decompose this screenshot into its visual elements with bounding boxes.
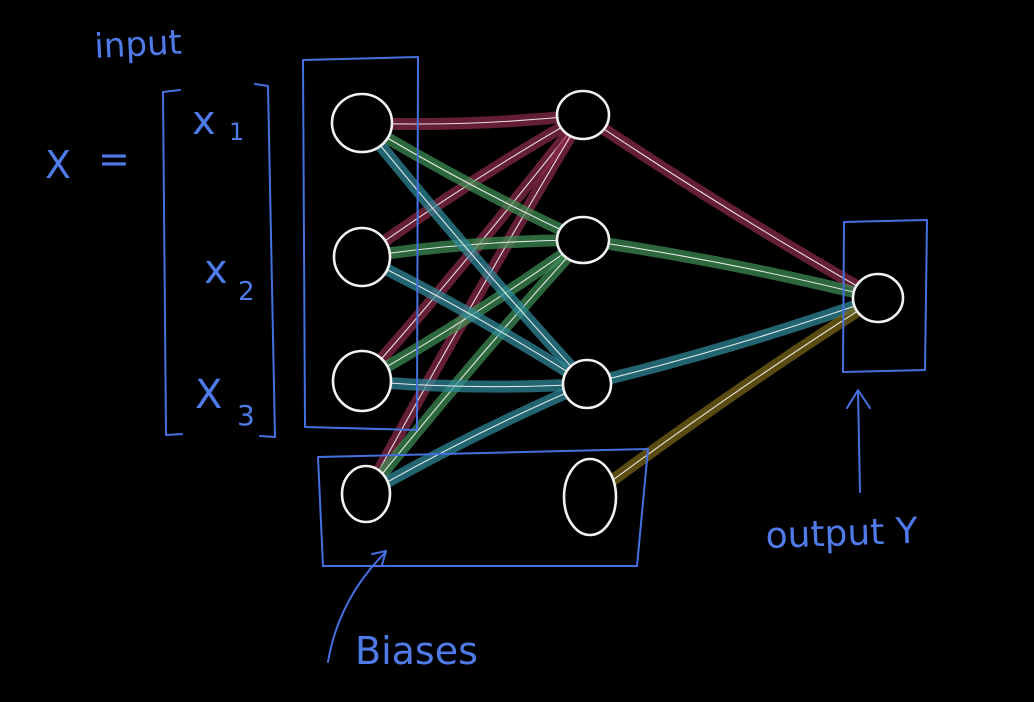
- edge-h3-out: [581, 292, 884, 390]
- node-input-in1: [330, 92, 394, 154]
- input-label: input: [93, 22, 182, 67]
- edge-wire-h1-out: [582, 114, 879, 299]
- x3-subscript: 3: [237, 399, 255, 432]
- x2-label: x: [204, 247, 228, 293]
- edge-wire-in1-h3: [361, 122, 588, 385]
- node-hidden-h2: [555, 215, 611, 265]
- output-label: output Y: [765, 511, 920, 557]
- node-hidden-h1: [555, 89, 611, 141]
- biases-arrowhead: [371, 550, 387, 566]
- vector-bracket-left: [162, 89, 183, 436]
- x2-subscript: 2: [238, 277, 255, 307]
- edge-wire-h3-out: [586, 297, 879, 385]
- edges-layer: [356, 109, 884, 503]
- edge-wire-b2-out: [589, 297, 879, 498]
- node-input-in3: [331, 349, 393, 413]
- edge-b2-out: [584, 292, 884, 503]
- vector-bracket-right: [254, 83, 276, 438]
- x1-subscript: 1: [229, 118, 244, 146]
- biases-arrow: [327, 551, 387, 663]
- output-arrowhead: [846, 389, 871, 409]
- edge-wire-in1-h2: [361, 122, 584, 241]
- node-hidden-h3: [561, 358, 613, 410]
- x1-label: x: [192, 98, 216, 144]
- node-input-in2: [332, 226, 392, 288]
- x3-label: X: [195, 372, 222, 418]
- output-arrow: [857, 391, 861, 493]
- output-box: [842, 219, 928, 373]
- edge-wire-in2-h3: [361, 256, 588, 385]
- edge-wire-b1-h3: [365, 383, 588, 495]
- node-bias-b2: [562, 457, 618, 537]
- biases-label: Biases: [355, 629, 478, 673]
- node-bias-b1: [340, 464, 392, 524]
- input-layer-box: [302, 56, 419, 431]
- nodes-layer: [330, 89, 905, 537]
- edge-wire-h2-out: [582, 239, 879, 299]
- node-output-out: [851, 272, 905, 324]
- edge-wire-b1-h1: [365, 114, 584, 495]
- equals-sign: =: [98, 137, 130, 181]
- edge-wire-b1-h2: [365, 239, 584, 495]
- bias-box: [317, 448, 649, 567]
- x-variable-label: X: [45, 143, 71, 187]
